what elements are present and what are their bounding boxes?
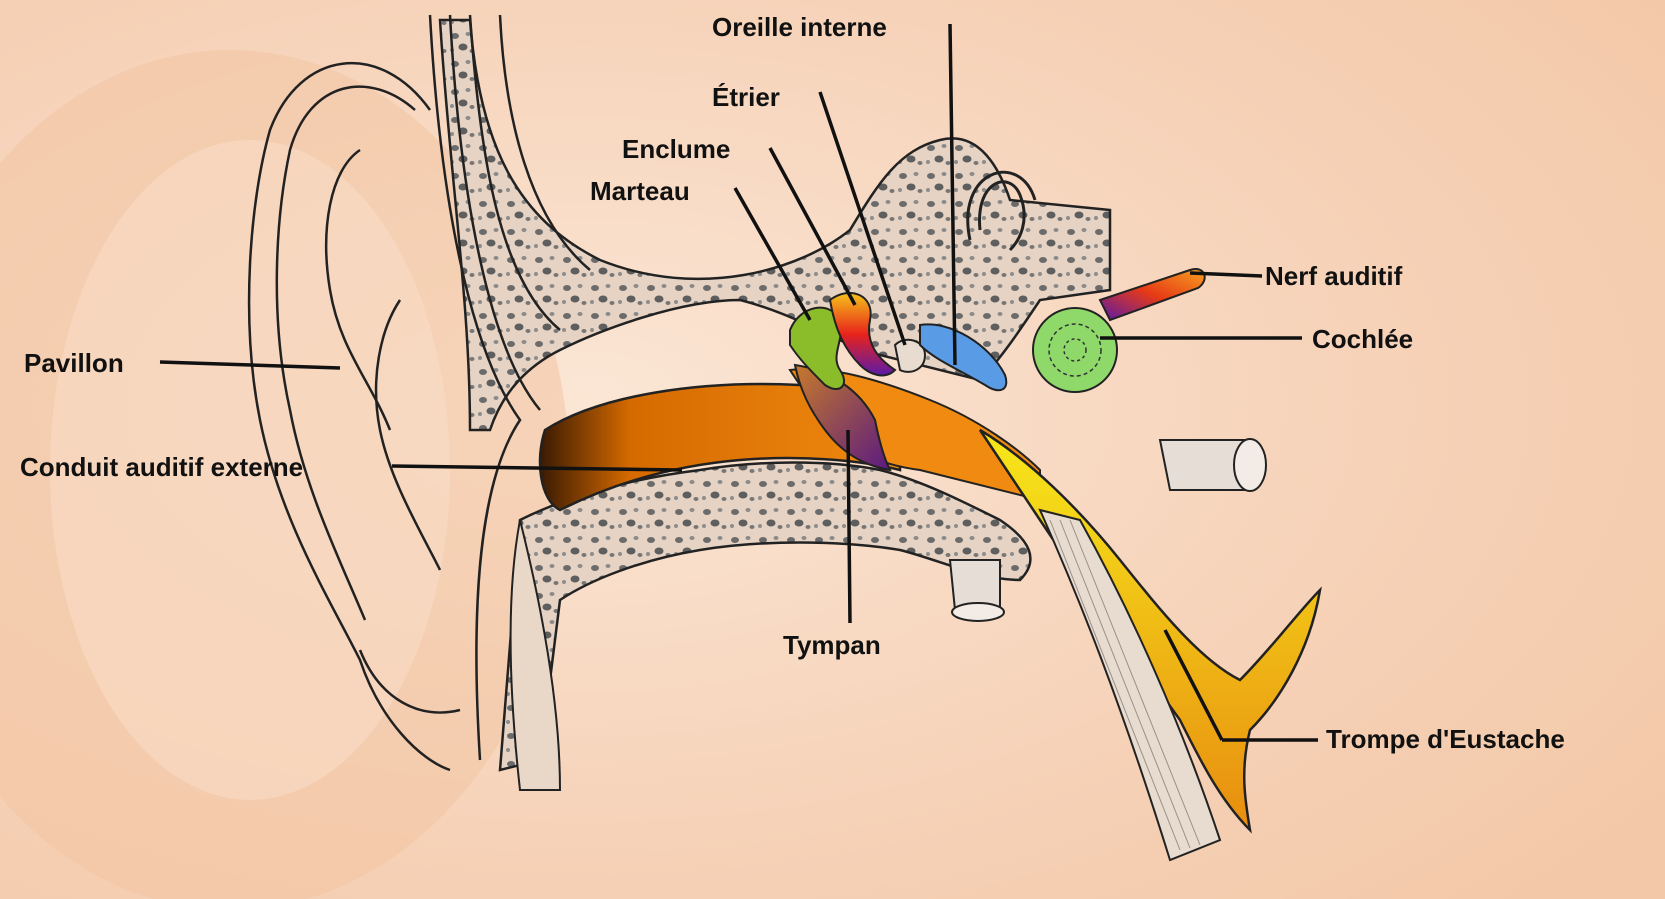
label-etrier: Étrier bbox=[712, 82, 780, 112]
cochlee-shape bbox=[1032, 307, 1118, 393]
label-nerf-auditif: Nerf auditif bbox=[1265, 261, 1403, 291]
label-oreille-interne: Oreille interne bbox=[712, 12, 887, 42]
pavillon-shape bbox=[247, 61, 461, 772]
etrier-shape bbox=[893, 338, 927, 373]
muscle-band bbox=[1038, 508, 1222, 862]
label-cochlee: Cochlée bbox=[1312, 324, 1414, 354]
nerf-auditif-shape bbox=[1098, 268, 1206, 322]
enclume-shape bbox=[828, 291, 897, 377]
label-pavillon: Pavillon bbox=[24, 348, 124, 378]
oreille-interne-shape bbox=[919, 323, 1008, 392]
label-marteau: Marteau bbox=[590, 176, 690, 206]
semicircular-canals bbox=[966, 170, 1037, 252]
label-conduit-auditif-externe: Conduit auditif externe bbox=[20, 452, 304, 482]
marteau-shape bbox=[789, 306, 845, 390]
temporal-bone-lower bbox=[498, 461, 1032, 772]
leader-lines bbox=[159, 23, 1318, 742]
label-trompe-eustache: Trompe d'Eustache bbox=[1326, 724, 1565, 754]
ear-canal bbox=[538, 382, 902, 512]
tympan-membrane bbox=[793, 363, 892, 472]
cartilage-lines bbox=[428, 14, 591, 761]
label-tympan: Tympan bbox=[783, 630, 881, 660]
label-enclume: Enclume bbox=[622, 134, 731, 164]
